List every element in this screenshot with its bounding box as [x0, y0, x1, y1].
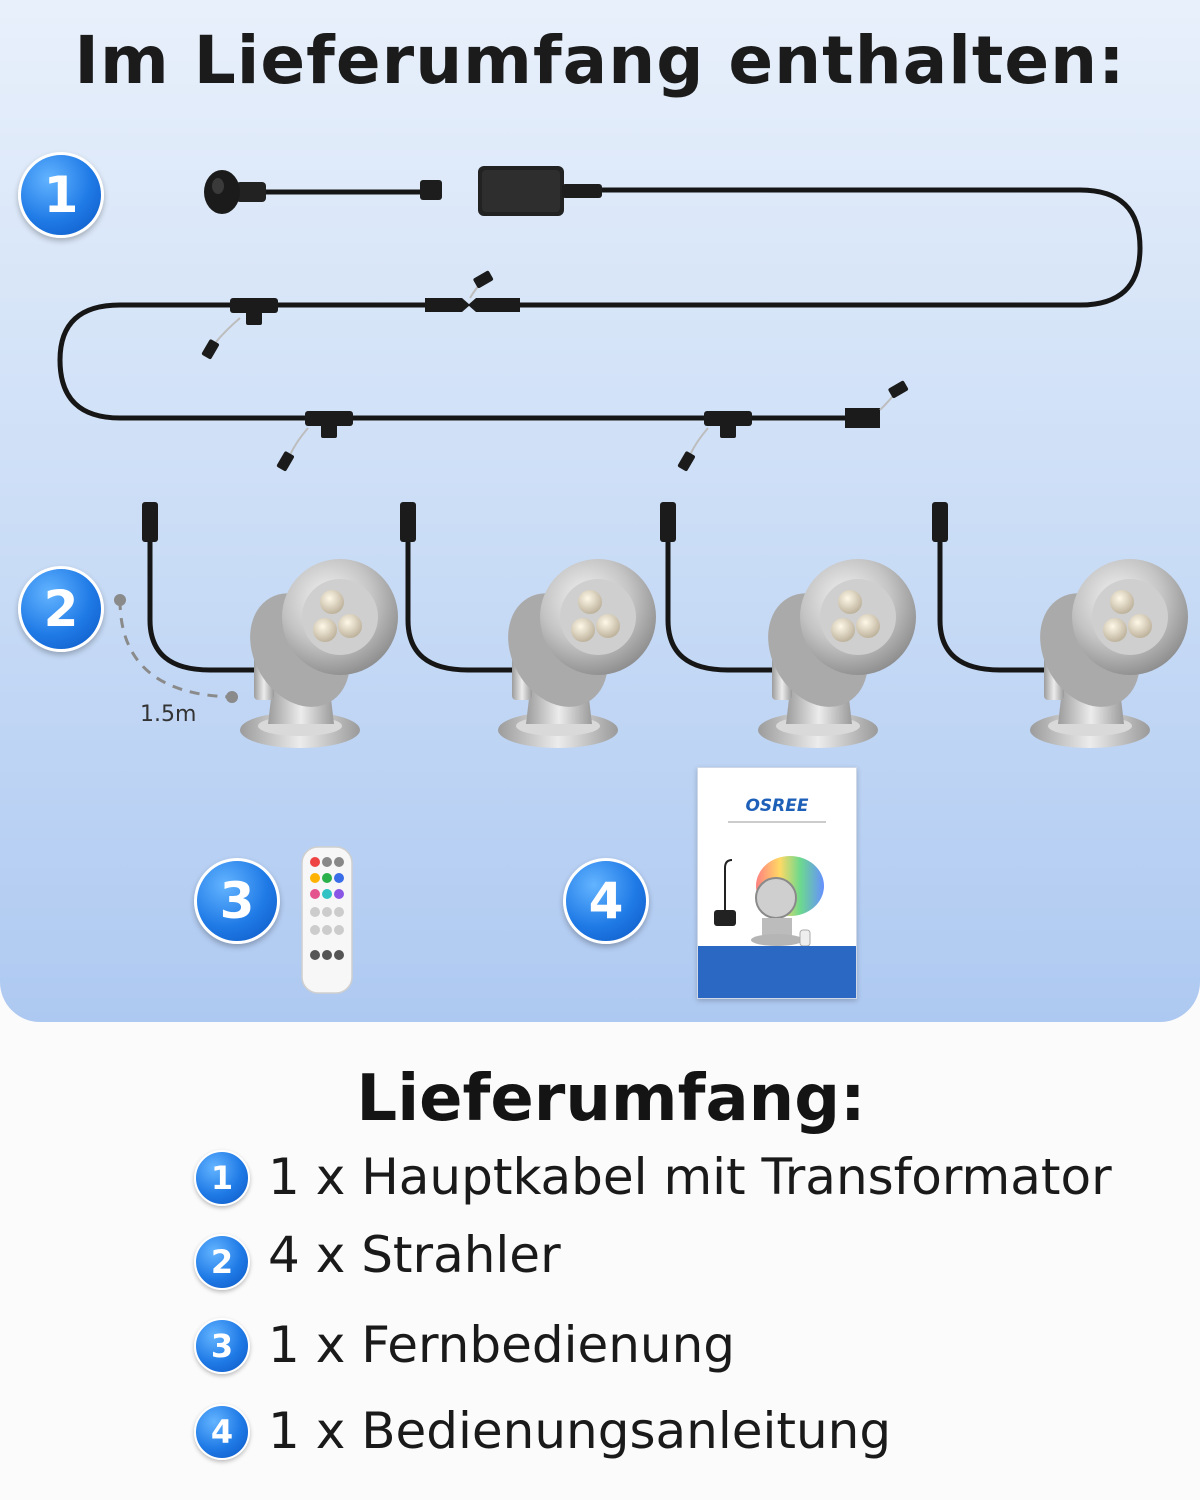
- list-title: Lieferumfang:: [356, 1062, 866, 1136]
- list-badge-3: 3: [194, 1318, 250, 1374]
- list-item-1: 1 x Hauptkabel mit Transformator: [268, 1148, 1112, 1206]
- page-title: Im Lieferumfang enthalten:: [74, 22, 1126, 99]
- t-connector-icon: [230, 298, 752, 438]
- spotlight: [660, 502, 916, 748]
- dust-cap-icon: [201, 270, 909, 472]
- list-item-3: 1 x Fernbedienung: [268, 1316, 736, 1374]
- list-badge-4: 4: [194, 1404, 250, 1460]
- badge-4: 4: [563, 858, 649, 944]
- list-badge-2: 2: [194, 1234, 250, 1290]
- cable-connector-icon: [425, 298, 880, 428]
- manual-brand: OSREE: [745, 796, 809, 816]
- spotlight: [400, 502, 656, 748]
- badge-2: 2: [18, 566, 104, 652]
- manual-footer: [698, 946, 856, 998]
- cable-length-label: 1.5m: [140, 702, 197, 727]
- spotlight: [932, 502, 1188, 748]
- list-item-4: 1 x Bedienungsanleitung: [268, 1402, 892, 1460]
- spotlight: [142, 502, 398, 748]
- list-item-2: 4 x Strahler: [268, 1226, 561, 1284]
- remote-control-icon: [301, 846, 353, 994]
- main-cable: [57, 187, 1143, 421]
- product-panel: [0, 0, 1200, 1022]
- cable-length-indicator: [114, 594, 238, 703]
- user-manual: OSREE: [697, 767, 857, 999]
- product-illustration: [57, 166, 1188, 994]
- badge-1: 1: [18, 152, 104, 238]
- manual-cover-image: [714, 821, 826, 947]
- power-plug-icon: [204, 170, 266, 214]
- list-badge-1: 1: [194, 1150, 250, 1206]
- transformer-icon: [420, 166, 602, 216]
- badge-3: 3: [194, 858, 280, 944]
